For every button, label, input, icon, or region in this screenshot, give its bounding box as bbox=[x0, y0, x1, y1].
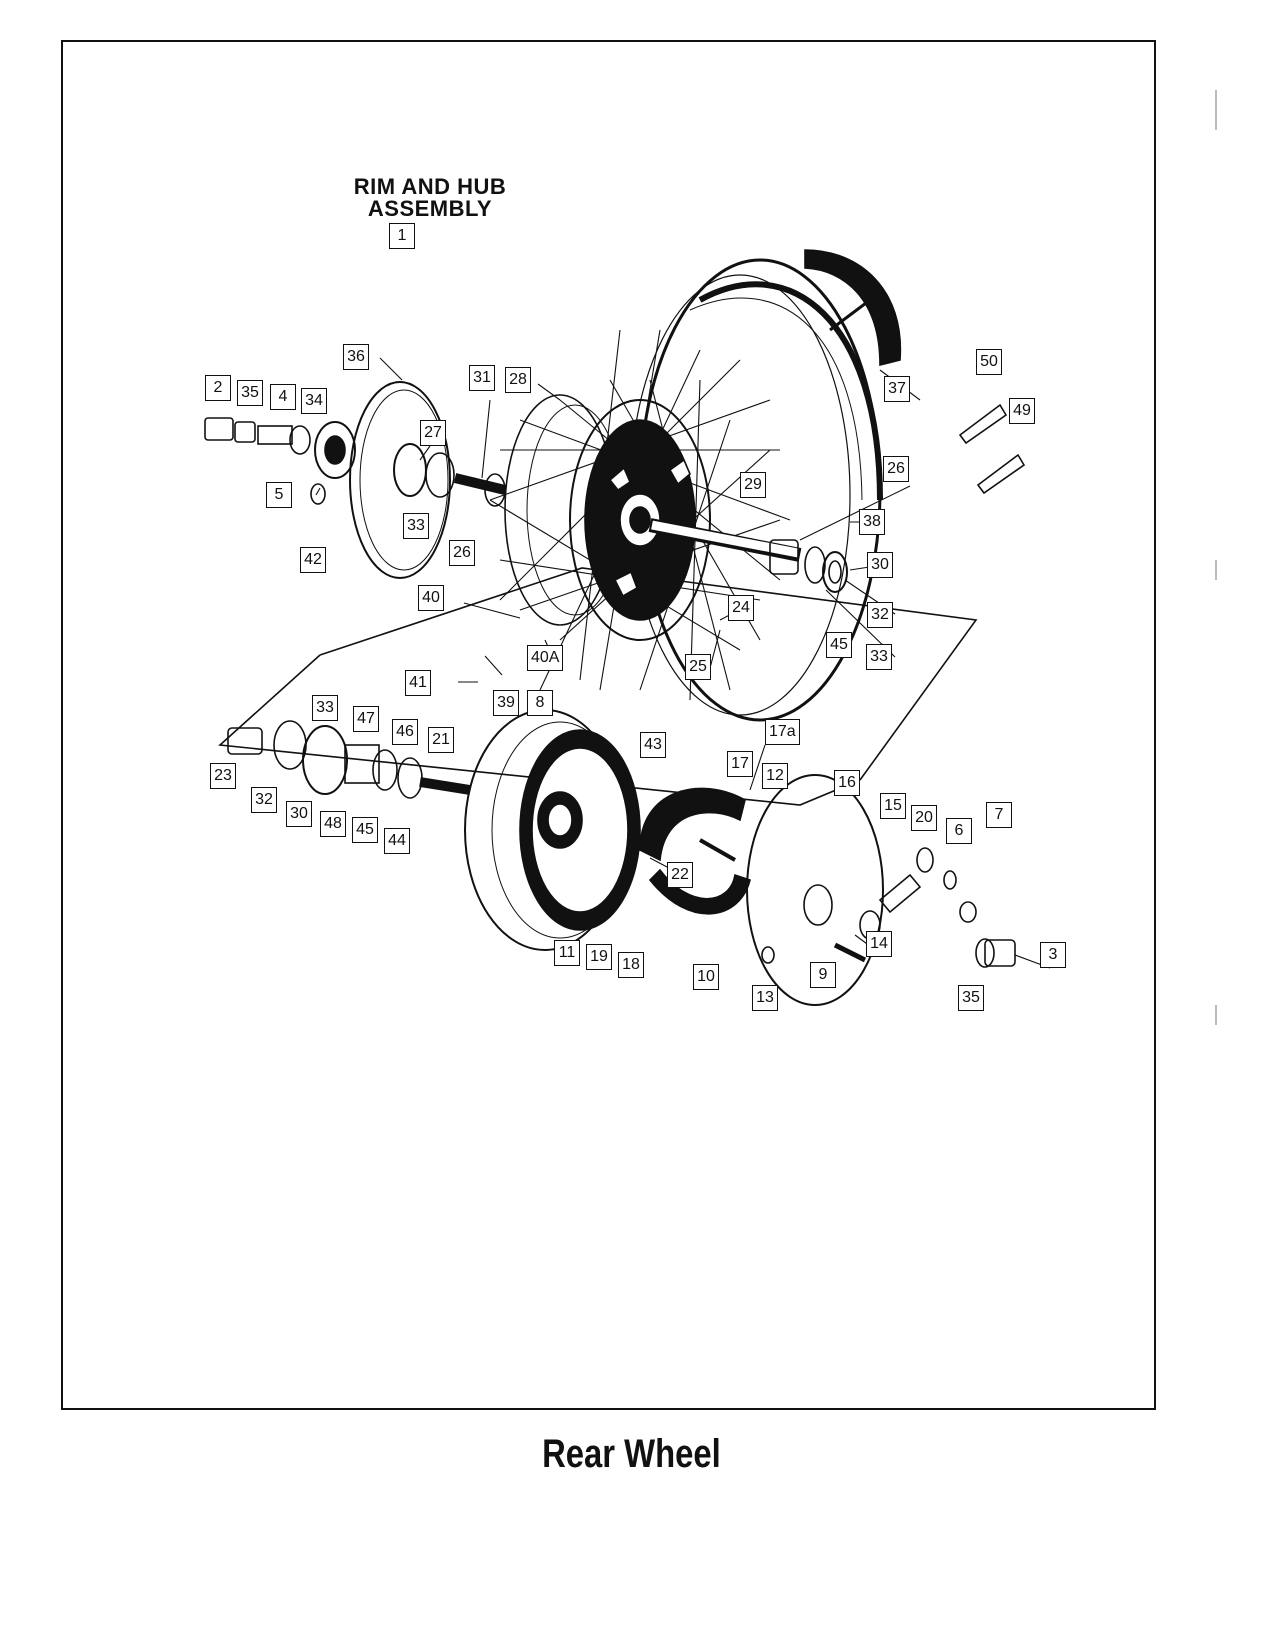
callout-16: 16 bbox=[834, 770, 860, 796]
figure-caption: Rear Wheel bbox=[542, 1432, 721, 1476]
callout-29: 29 bbox=[740, 472, 766, 498]
callout-33-lower: 33 bbox=[312, 695, 338, 721]
callout-18: 18 bbox=[618, 952, 644, 978]
callout-7: 7 bbox=[986, 802, 1012, 828]
callout-12: 12 bbox=[762, 763, 788, 789]
callout-6: 6 bbox=[946, 818, 972, 844]
callout-24: 24 bbox=[728, 595, 754, 621]
margin-mark bbox=[1215, 90, 1217, 130]
valve-caps bbox=[958, 403, 1026, 495]
heading-line-1: RIM AND HUB bbox=[353, 174, 507, 199]
callout-5: 5 bbox=[266, 482, 292, 508]
callout-35-lower: 35 bbox=[958, 985, 984, 1011]
callout-45-upper: 45 bbox=[826, 632, 852, 658]
brake-shoes bbox=[639, 787, 751, 915]
callout-30-upper: 30 bbox=[867, 552, 893, 578]
callout-47: 47 bbox=[353, 706, 379, 732]
callout-11: 11 bbox=[554, 940, 580, 966]
callout-27: 27 bbox=[420, 420, 446, 446]
callout-45-lower: 45 bbox=[352, 817, 378, 843]
callout-28: 28 bbox=[505, 367, 531, 393]
callout-15: 15 bbox=[880, 793, 906, 819]
callout-25: 25 bbox=[685, 654, 711, 680]
callout-17: 17 bbox=[727, 751, 753, 777]
callout-14: 14 bbox=[866, 931, 892, 957]
lower-spindle-parts bbox=[227, 720, 471, 799]
sprocket-drum bbox=[464, 709, 641, 951]
callout-39: 39 bbox=[493, 690, 519, 716]
callout-35: 35 bbox=[237, 380, 263, 406]
callout-48: 48 bbox=[320, 811, 346, 837]
callout-8: 8 bbox=[527, 690, 553, 716]
callout-40a: 40A bbox=[527, 645, 564, 671]
callout-49: 49 bbox=[1009, 398, 1035, 424]
callout-1: 1 bbox=[389, 223, 415, 249]
brake-plate bbox=[746, 774, 884, 1006]
callout-13: 13 bbox=[752, 985, 778, 1011]
callout-42: 42 bbox=[300, 547, 326, 573]
callout-33: 33 bbox=[403, 513, 429, 539]
callout-36: 36 bbox=[343, 344, 369, 370]
callout-40: 40 bbox=[418, 585, 444, 611]
page-frame bbox=[61, 40, 1156, 1410]
axle bbox=[648, 518, 848, 593]
callout-10: 10 bbox=[693, 964, 719, 990]
callout-3: 3 bbox=[1040, 942, 1066, 968]
heading-line-2: ASSEMBLY bbox=[367, 196, 493, 221]
callout-30-lower: 30 bbox=[286, 801, 312, 827]
callout-32-lower: 32 bbox=[251, 787, 277, 813]
callout-23: 23 bbox=[210, 763, 236, 789]
callout-33-right: 33 bbox=[866, 644, 892, 670]
left-backing-plate bbox=[349, 381, 451, 579]
callout-50: 50 bbox=[976, 349, 1002, 375]
ground-plane-lower bbox=[218, 654, 861, 806]
callout-4: 4 bbox=[270, 384, 296, 410]
cam-lever-parts bbox=[833, 847, 1016, 968]
callout-26-left: 26 bbox=[449, 540, 475, 566]
callout-19: 19 bbox=[586, 944, 612, 970]
callout-44: 44 bbox=[384, 828, 410, 854]
callout-37: 37 bbox=[884, 376, 910, 402]
callout-31: 31 bbox=[469, 365, 495, 391]
callout-34: 34 bbox=[301, 388, 327, 414]
callout-46: 46 bbox=[392, 719, 418, 745]
margin-mark bbox=[1215, 560, 1217, 580]
hub-drum bbox=[504, 394, 711, 641]
callout-21: 21 bbox=[428, 727, 454, 753]
callout-22: 22 bbox=[667, 862, 693, 888]
callout-2: 2 bbox=[205, 375, 231, 401]
callout-26-right: 26 bbox=[883, 456, 909, 482]
ground-plane-upper bbox=[319, 567, 978, 781]
rim-band-37 bbox=[804, 249, 902, 367]
callout-38: 38 bbox=[859, 509, 885, 535]
callout-41: 41 bbox=[405, 670, 431, 696]
assembly-heading: RIM AND HUB ASSEMBLY bbox=[300, 176, 560, 220]
margin-mark bbox=[1215, 1005, 1217, 1025]
left-spindle-parts bbox=[204, 417, 507, 507]
callout-9: 9 bbox=[810, 962, 836, 988]
callout-20: 20 bbox=[911, 805, 937, 831]
callout-17a: 17a bbox=[765, 719, 800, 745]
callout-43: 43 bbox=[640, 732, 666, 758]
callout-32-upper: 32 bbox=[867, 602, 893, 628]
